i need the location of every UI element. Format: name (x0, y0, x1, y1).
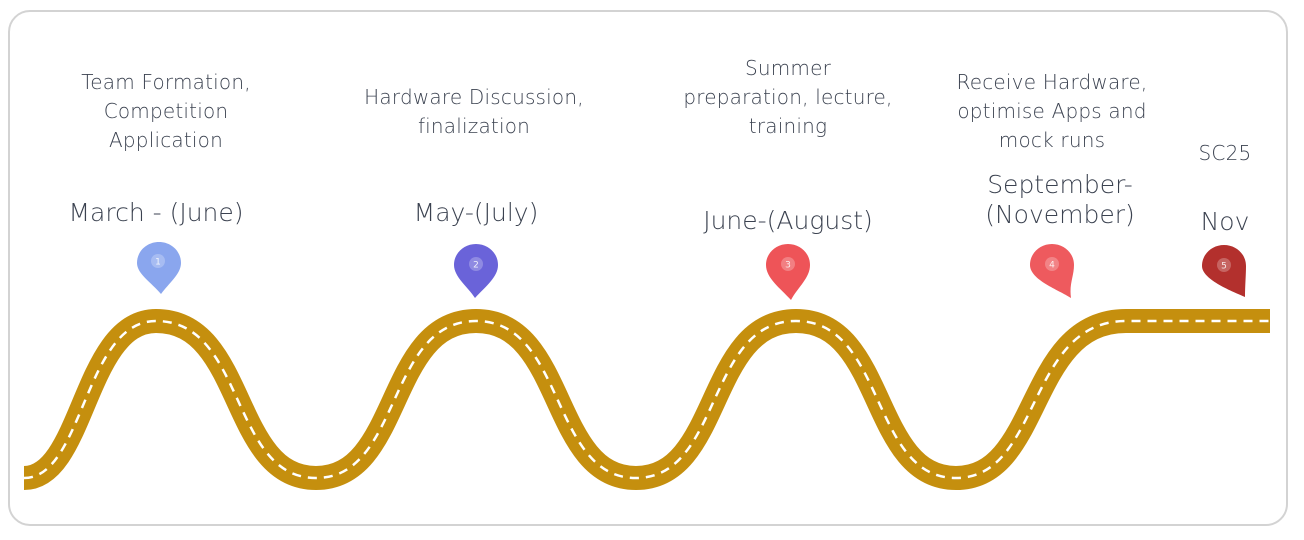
milestone-1-number: 1 (155, 258, 161, 268)
milestone-1-date: March - (June) (68, 198, 244, 227)
milestone-3-pin-icon: 3 (766, 244, 810, 300)
milestone-2-date: May-(July) (413, 198, 539, 227)
milestone-5-date: Nov (1200, 207, 1250, 236)
milestone-4-date: September- (November) (985, 170, 1135, 229)
milestone-2-description: Hardware Discussion, finalization (364, 85, 584, 138)
milestone-5-pin-icon: 5 (1202, 245, 1246, 297)
milestone-2-number: 2 (473, 261, 479, 271)
milestone-1-description: Team Formation, Competition Application (81, 70, 251, 152)
milestone-3-number: 3 (785, 261, 791, 271)
milestone-4-description: Receive Hardware, optimise Apps and mock… (956, 70, 1148, 152)
milestone-5-number: 5 (1221, 262, 1227, 272)
milestone-2-pin-icon: 2 (454, 244, 498, 298)
milestone-4-pin-icon: 4 (1030, 244, 1074, 298)
milestone-3-date: June-(August) (703, 206, 873, 235)
milestone-4-number: 4 (1049, 261, 1055, 271)
milestone-3-description: Summer preparation, lecture, training (683, 56, 893, 138)
milestone-1-pin-icon: 1 (137, 242, 181, 294)
milestone-5-description: SC25 (1198, 141, 1252, 165)
timeline-card (8, 10, 1288, 526)
